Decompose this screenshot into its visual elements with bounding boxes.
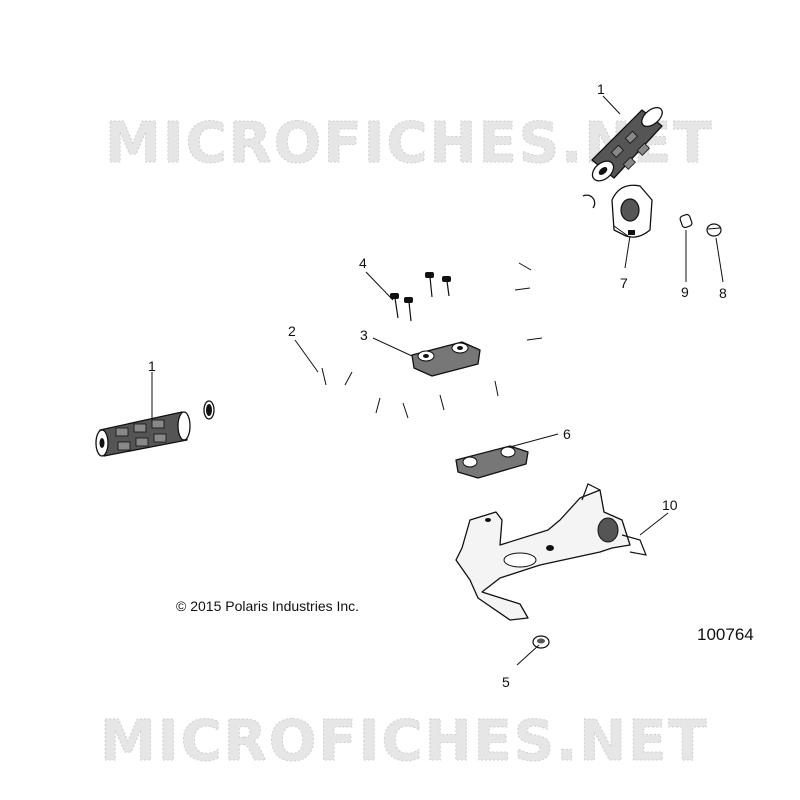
callout-grip-left: 1 [148, 358, 156, 374]
cap [679, 213, 693, 229]
callout-bracket: 10 [662, 497, 678, 513]
callout-bolts: 4 [359, 255, 367, 271]
grip-right [591, 106, 663, 182]
watermark-bottom: MICROFICHES.NET [100, 709, 709, 774]
callout-grip-right: 1 [597, 81, 605, 97]
callout-clamp-lower: 6 [563, 426, 571, 442]
bracket [455, 483, 647, 621]
switch-housing [611, 184, 653, 238]
plug [706, 223, 722, 237]
clamp-lower [455, 445, 529, 479]
grip-left [95, 411, 191, 457]
clamp-upper [411, 341, 481, 377]
figure-number: 100764 [697, 625, 754, 644]
callout-nut: 5 [502, 674, 510, 690]
callout-switch-housing: 7 [620, 275, 628, 291]
nut [532, 635, 550, 649]
callout-handlebar: 2 [288, 323, 296, 339]
leader-lines [151, 95, 724, 666]
callout-cap: 9 [681, 284, 689, 300]
handlebar [199, 193, 597, 420]
callout-clamp-upper: 3 [360, 327, 368, 343]
bolts [390, 272, 451, 322]
copyright-notice: © 2015 Polaris Industries Inc. [176, 598, 360, 614]
callout-plug: 8 [719, 285, 727, 301]
